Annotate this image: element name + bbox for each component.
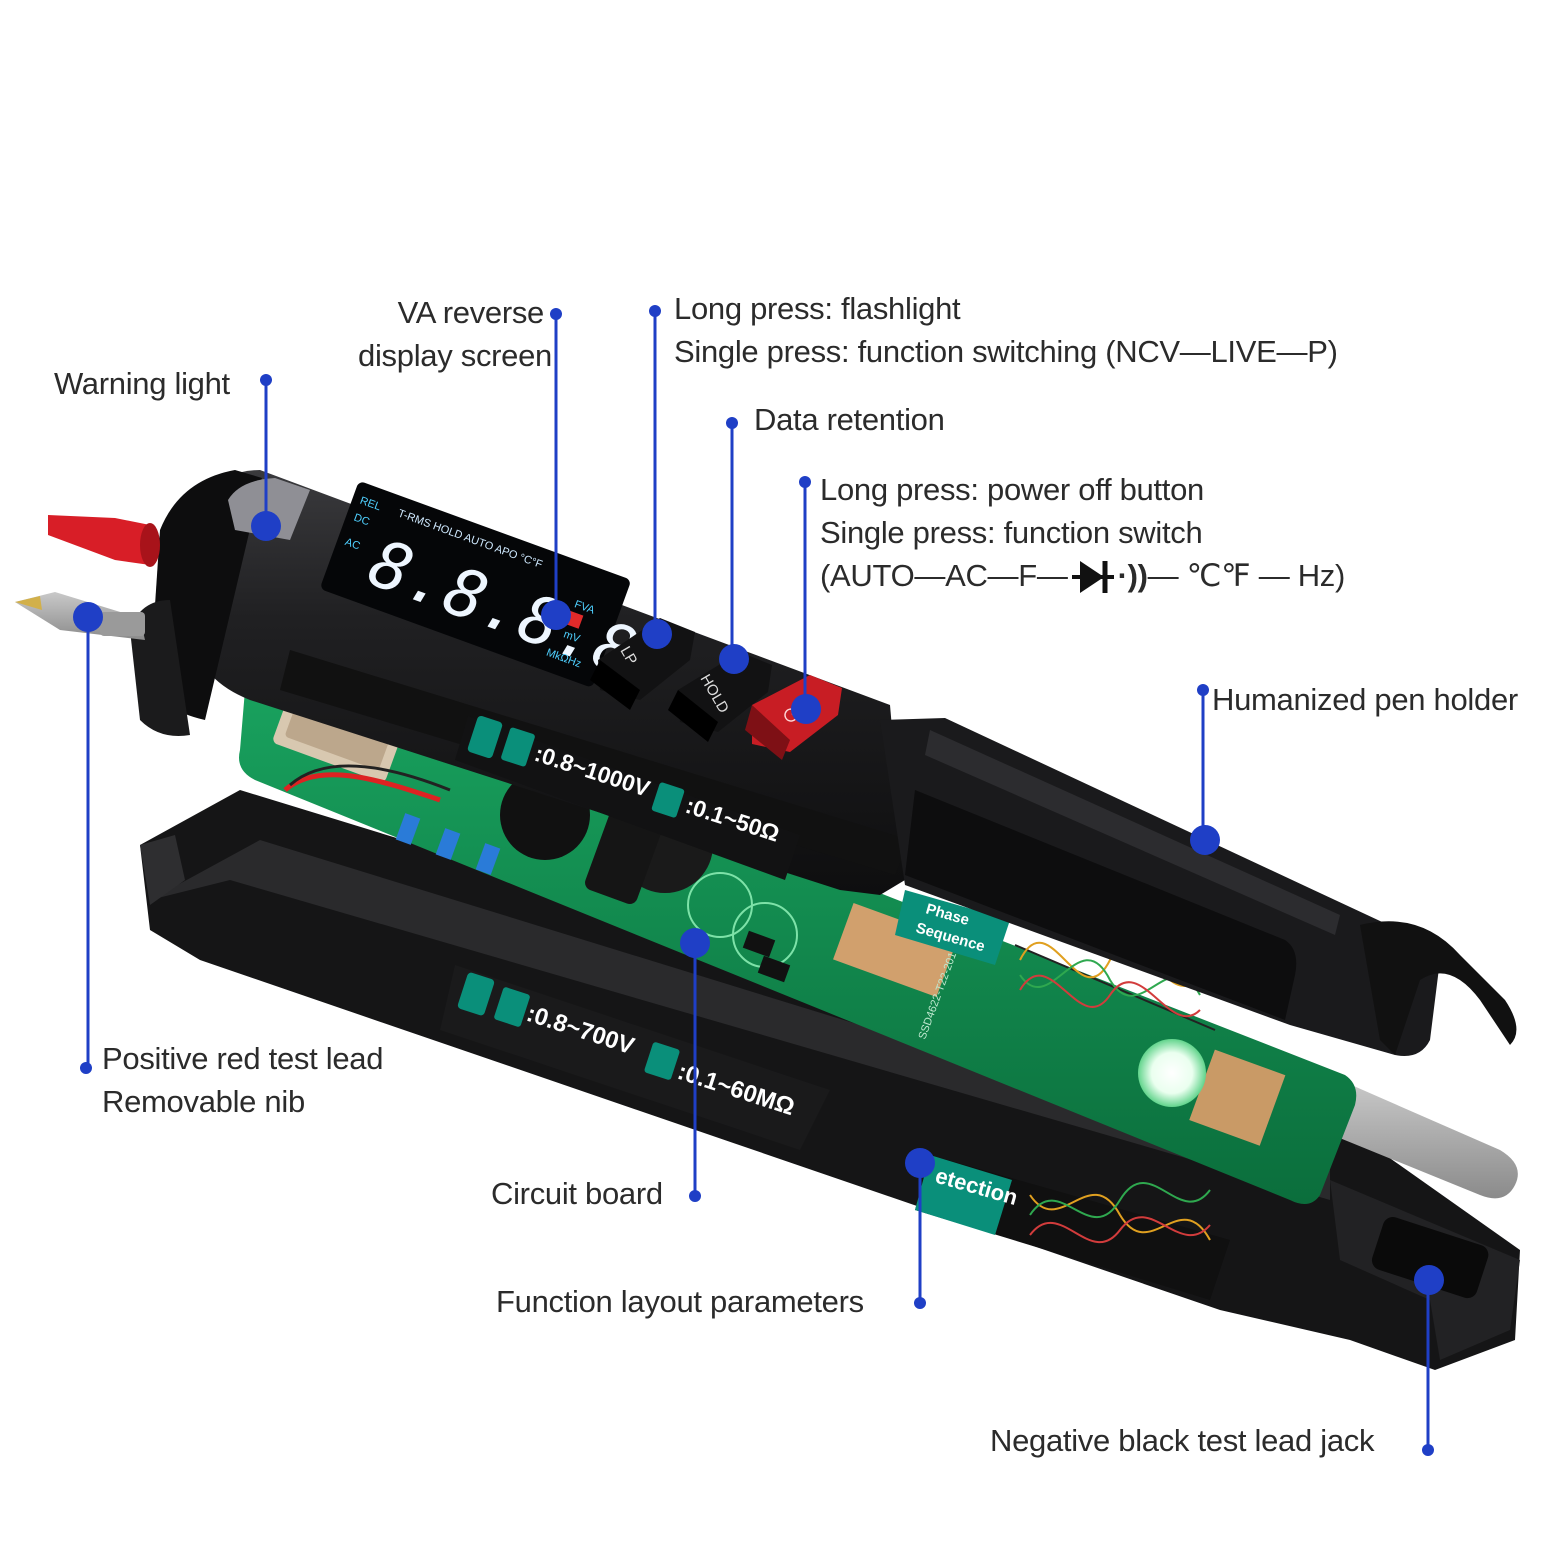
label-power-line3: (AUTO—AC—F—·))— ℃℉ — Hz) bbox=[820, 558, 1346, 593]
label-red-test-lead: Positive red test lead Removable nib bbox=[102, 1037, 383, 1123]
label-flashlight-line2: Single press: function switching (NCV—LI… bbox=[674, 334, 1338, 369]
lcd-flag-ac: AC bbox=[343, 536, 362, 553]
label-va-display-line1: VA reverse bbox=[397, 295, 545, 330]
pen-holder bbox=[880, 718, 1517, 1056]
label-black-test-lead-jack: Negative black test lead jack bbox=[990, 1423, 1375, 1458]
label-power-line2: Single press: function switch bbox=[820, 515, 1203, 550]
led-light bbox=[1138, 1039, 1206, 1107]
leader-dots bbox=[73, 305, 1444, 1456]
label-red-lead-line1: Positive red test lead bbox=[102, 1041, 384, 1076]
red-protective-cap bbox=[48, 515, 160, 567]
lcd-flag-dc: DC bbox=[352, 512, 371, 529]
diode-symbol-icon bbox=[1072, 561, 1114, 593]
hold-button[interactable]: HOLD bbox=[668, 652, 772, 742]
label-va-display-screen: VA reverse display screen bbox=[340, 291, 552, 377]
label-power-button: Long press: power off button Single pres… bbox=[820, 468, 1345, 597]
detection-band: etection bbox=[915, 1155, 1230, 1300]
flashlight-button-icon: LP bbox=[617, 644, 641, 668]
buzzer-symbol-icon: ·)) bbox=[1117, 558, 1148, 593]
label-warning-light: Warning light bbox=[54, 366, 230, 401]
label-flashlight-line1: Long press: flashlight bbox=[674, 291, 961, 326]
label-function-layout: Function layout parameters bbox=[496, 1284, 864, 1319]
label-red-lead-line2: Removable nib bbox=[102, 1084, 305, 1119]
lcd-flag-mv: mV bbox=[562, 628, 582, 645]
leader-lines bbox=[86, 311, 1430, 1450]
label-pen-holder: Humanized pen holder bbox=[1212, 682, 1518, 717]
label-circuit-board: Circuit board bbox=[491, 1176, 663, 1211]
grey-rod bbox=[1320, 1080, 1518, 1199]
label-flashlight-button: Long press: flashlight Single press: fun… bbox=[674, 287, 1338, 373]
label-data-retention: Data retention bbox=[754, 402, 945, 437]
label-va-display-line2: display screen bbox=[358, 338, 552, 373]
label-power-line1: Long press: power off button bbox=[820, 472, 1204, 507]
